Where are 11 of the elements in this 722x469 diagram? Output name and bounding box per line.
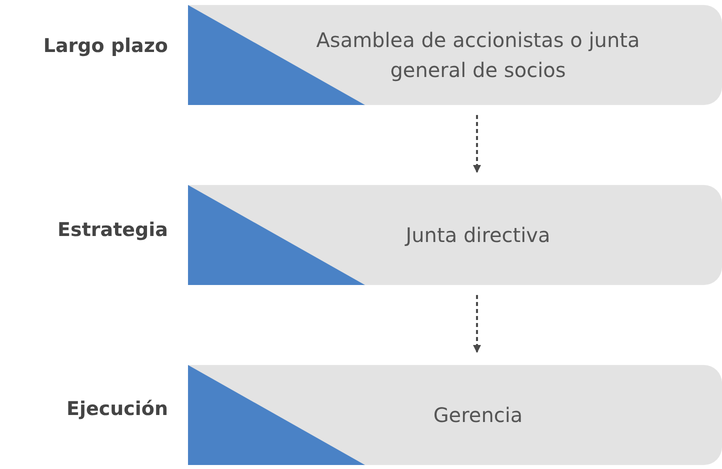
- level-label: Largo plazo: [43, 35, 168, 57]
- box-label: Gerencia: [432, 402, 524, 429]
- process-box: [188, 185, 722, 285]
- process-box: [188, 5, 722, 105]
- box-label: Asamblea de accionistas o junta general de socios: [315, 27, 641, 84]
- process-box: [188, 365, 722, 465]
- level-label: Ejecución: [66, 398, 168, 420]
- dashed-arrow: [473, 295, 481, 353]
- box-label: Junta directiva: [404, 222, 552, 249]
- dashed-arrow: [473, 115, 481, 173]
- level-label: Estrategia: [58, 219, 168, 241]
